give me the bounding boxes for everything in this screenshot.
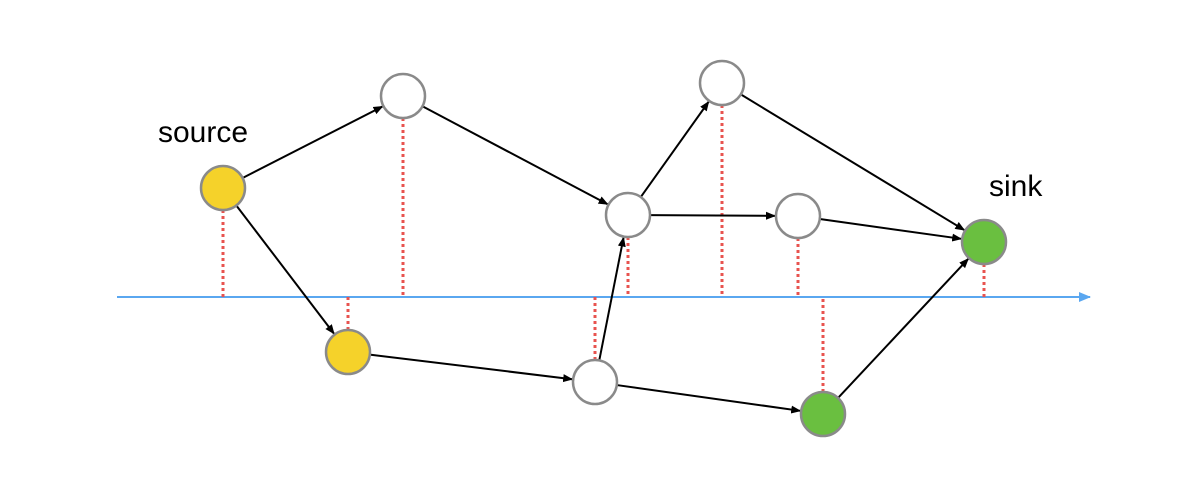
- empty-node-d: [698, 59, 746, 107]
- edge-s1-a: [242, 105, 384, 179]
- source-node-s2: [324, 328, 372, 376]
- sink-label: sink: [989, 170, 1043, 203]
- edge-a-c: [421, 105, 609, 206]
- empty-node-e: [774, 192, 822, 240]
- edge-s2-b: [369, 353, 574, 383]
- empty-node-c: [604, 191, 652, 239]
- empty-node-b: [571, 358, 619, 406]
- edge-t2-t1: [837, 258, 970, 399]
- edge-b-c: [598, 236, 626, 361]
- sink-node-t1: [960, 218, 1008, 266]
- edge-e-t1: [819, 218, 963, 242]
- source-label: source: [158, 116, 249, 149]
- sink-node-t2: [799, 390, 847, 438]
- edge-s1-s2: [235, 204, 335, 335]
- empty-node-a: [379, 72, 427, 120]
- source-node-s1: [199, 164, 247, 212]
- node-layer: [199, 59, 1008, 438]
- edge-c-d: [639, 100, 710, 198]
- edge-b-t2: [616, 384, 802, 414]
- projection-layer: [221, 105, 986, 392]
- edge-c-e: [649, 211, 777, 220]
- edge-layer: [235, 93, 970, 414]
- edge-d-t1: [740, 93, 966, 231]
